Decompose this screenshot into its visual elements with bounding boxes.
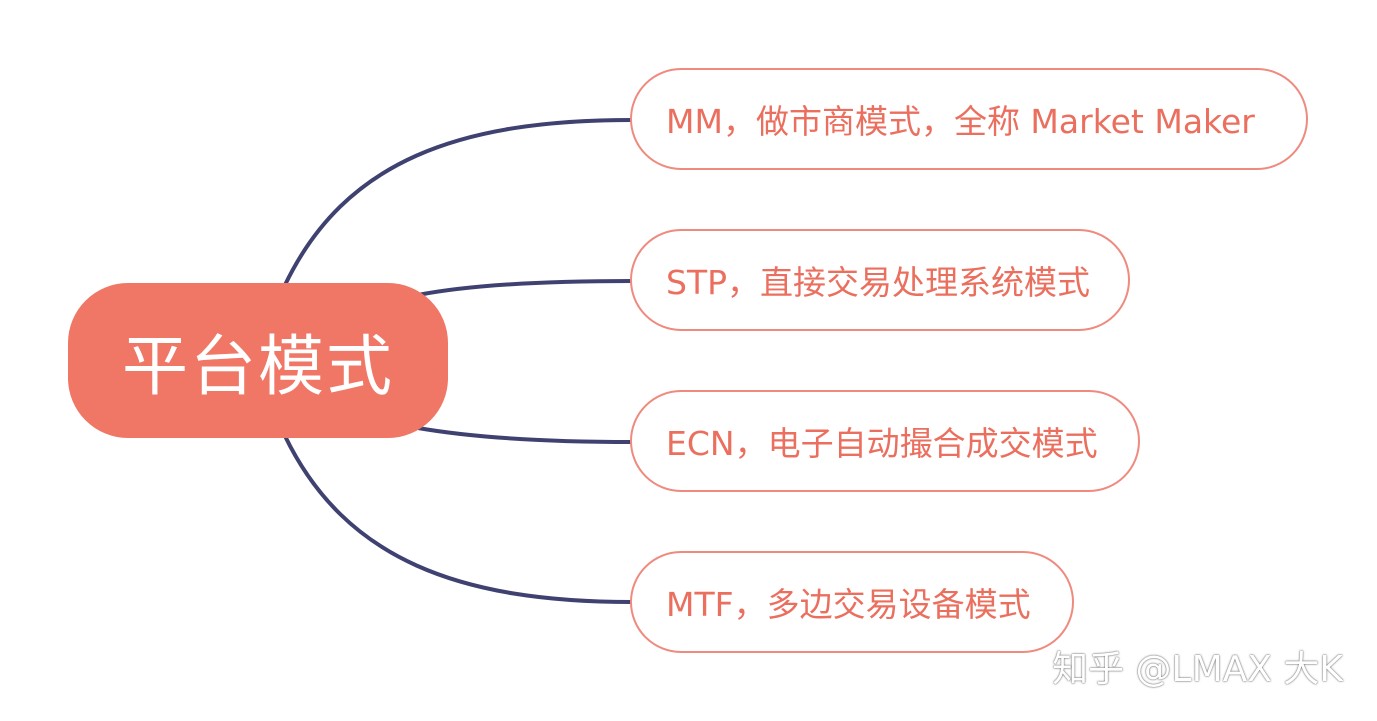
branch-node-ecn: ECN，电子自动撮合成交模式 [630,390,1140,492]
branch-label-ecn: ECN，电子自动撮合成交模式 [666,424,1098,463]
root-topic-label: 平台模式 [122,327,394,405]
branch-label-mm: MM，做市商模式，全称 Market Maker [666,102,1255,141]
connector-line-1 [283,118,633,286]
branch-node-mtf: MTF，多边交易设备模式 [630,551,1074,653]
branch-node-stp: STP，直接交易处理系统模式 [630,229,1130,331]
root-topic-node: 平台模式 [68,283,448,438]
branch-label-mtf: MTF，多边交易设备模式 [666,585,1031,624]
branch-node-mm: MM，做市商模式，全称 Market Maker [630,68,1308,170]
branch-label-stp: STP，直接交易处理系统模式 [666,263,1091,302]
connector-line-3 [417,426,633,444]
connector-line-4 [283,435,633,604]
connector-line-2 [417,279,633,297]
watermark: 知乎 @LMAX 大K [1052,649,1343,690]
